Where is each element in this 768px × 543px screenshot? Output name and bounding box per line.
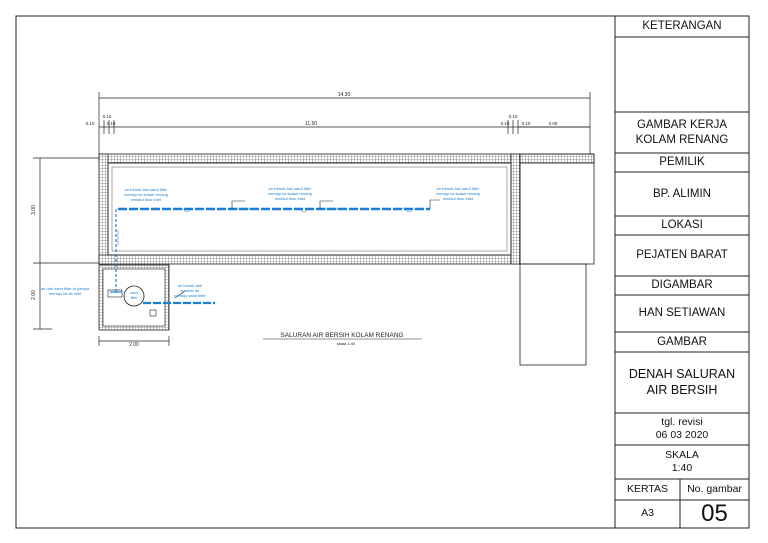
skala-value: 1:40 [671,462,693,474]
source-note-2: sumber air [181,288,201,293]
floor-inlet-label-1: floor inlet [236,206,253,211]
dim-left-c: 0.10 [107,121,116,126]
dim-left-b: 0.10 [103,114,112,119]
filter-room [98,264,170,331]
dim-filter-height: 2.00 [31,290,37,300]
dim-right-b: 0.10 [509,114,518,119]
skala: SKALA 1:40 [615,445,749,479]
gambar-value: DENAH SALURAN AIR BERSIH [615,352,749,413]
dimension-top [98,92,591,158]
dim-overall-length: 14.30 [338,92,351,98]
dimension-filter-bottom [98,336,170,346]
dim-left-a: 0.10 [86,121,95,126]
dim-right-a: 0.10 [501,121,510,126]
note-right-2: menuju ke kolam renang [436,191,480,196]
gambar-value-line-1: DENAH SALURAN [628,366,736,381]
water-pipe [110,207,430,305]
revisi-label: tgl. revisi [661,415,703,428]
dim-pool-width: 3.00 [31,205,37,215]
gambar-kerja-line-2: KOLAM RENANG [635,133,729,146]
gambar-kerja-line-1: GAMBAR KERJA [636,119,728,132]
floor-inlet-label-2: floor inlet [324,206,341,211]
note-right-3: melalui floor inlet [443,196,474,201]
dim-inner-length: 11.50 [305,121,317,127]
deck-extension [519,153,595,366]
floor-inlet-label-3: floor inlet [405,206,422,211]
kertas-label: KERTAS [626,482,669,495]
note-leaders [117,207,413,245]
source-note-3: menuju sand filter [174,293,206,298]
note-left-2: menuju ke kolam renang [124,192,168,197]
gambar-value-line-2: AIR BERSIH [646,382,718,397]
skala-label: SKALA [665,448,699,461]
keterangan-header: KETERANGAN [642,20,722,33]
sand-filter [123,285,145,307]
note-mid-2: menuju ke kolam renang [268,191,312,196]
lokasi-value: PEJATEN BARAT [636,249,728,262]
dim-right-c: 0.10 [522,121,531,126]
digambar-value: HAN SETIAWAN [638,307,726,320]
sand-filter-label-2: filter [131,296,138,300]
kertas-value: A3 [641,507,654,520]
dimension-left [33,157,99,330]
digambar-label: DIGAMBAR [651,279,713,292]
drawing-title: SALURAN AIR BERSIH KOLAM RENANG [280,332,403,339]
pemilik-label: PEMILIK [659,156,705,169]
revisi: tgl. revisi 06 03 2020 [615,413,749,445]
no-gambar-value: 05 [701,500,728,527]
no-gambar-label: No. gambar [687,482,742,495]
note-right-1: air bersih dari sand filter [437,186,480,191]
drawing-scale-note: skala 1:40 [337,341,356,346]
floor-inlet-markers [174,199,440,299]
note-mid-3: melalui floor inlet [275,196,306,201]
filter-note-2: menuju ke air inlet [49,291,82,296]
note-mid-1: air bersih dari sand filter [269,186,312,191]
revisi-value: 06 03 2020 [655,429,709,441]
gambar-label: GAMBAR [657,335,707,348]
dim-right-ext: 2.00 [549,121,558,126]
gambar-kerja: GAMBAR KERJA KOLAM RENANG [615,112,749,153]
note-left-3: melalui floor inlet [131,197,162,202]
sand-filter-label-1: sand [130,291,138,295]
note-left-1: air bersih dari sand filter [125,187,168,192]
pemilik-value: BP. ALIMIN [653,187,711,200]
sheet-border [15,15,750,529]
lokasi-label: LOKASI [661,219,703,232]
dim-filter-width: 2.00 [129,342,139,348]
filter-note-1: air dari sand filter di pompa [41,286,90,291]
title-block: KETERANGAN GAMBAR KERJA KOLAM RENANG PEM… [615,16,749,528]
pool-wall [98,153,595,265]
title-block-grid [615,36,749,528]
source-note-1: air bersih dari [178,283,202,288]
